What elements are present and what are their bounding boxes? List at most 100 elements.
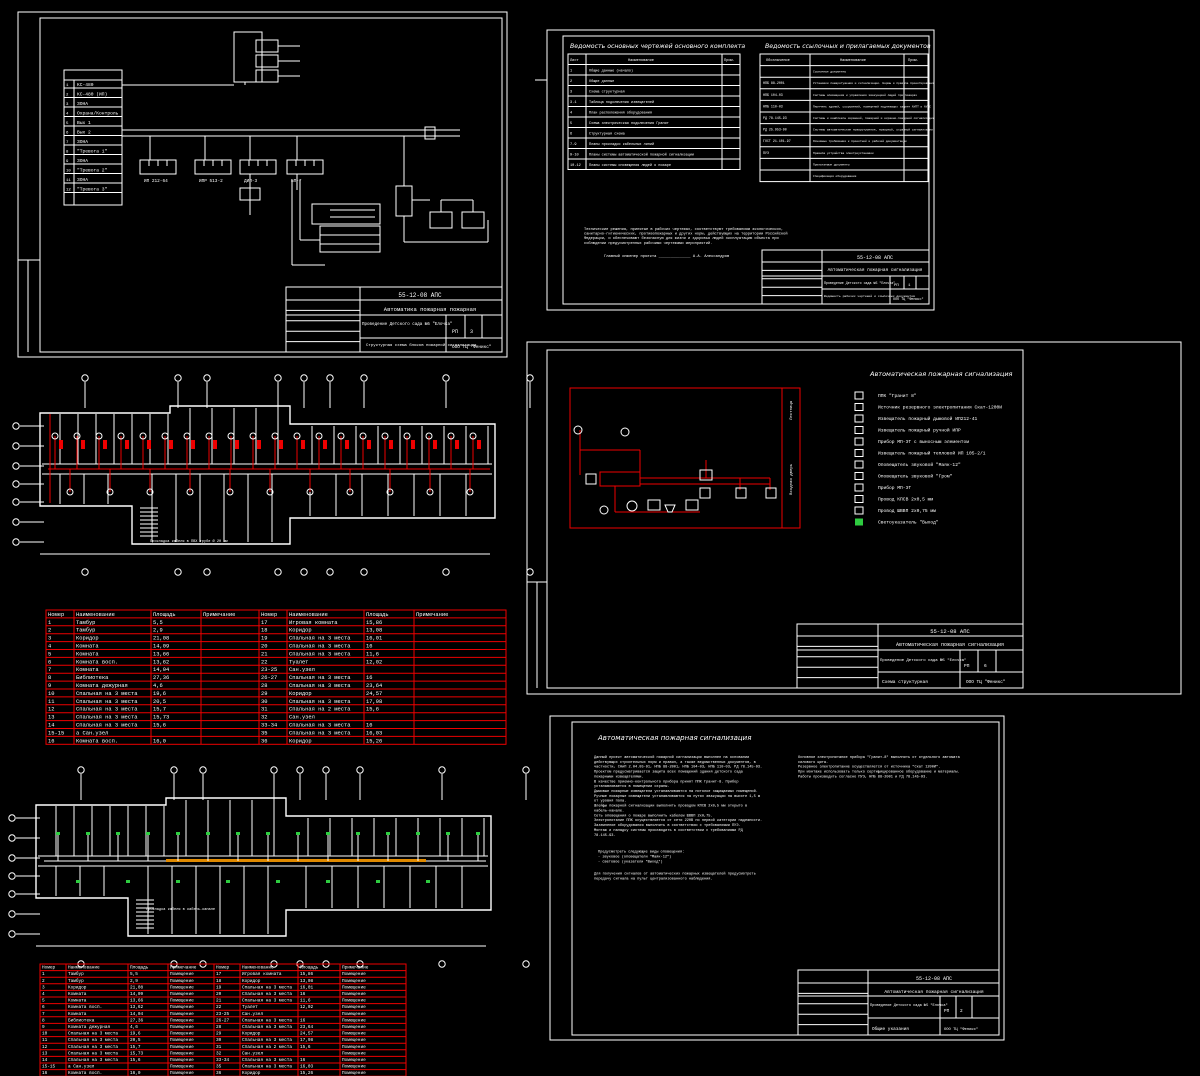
table-cell: 27,36 xyxy=(153,675,169,681)
table-cell: 6 xyxy=(42,1005,45,1010)
table-header-cell: Площадь xyxy=(366,612,389,618)
floor-plan-alarm xyxy=(12,374,534,576)
scheme-sheet: 3 xyxy=(470,329,473,335)
table-header-cell: Примечание xyxy=(170,966,197,971)
device-tag xyxy=(345,440,349,449)
general-text-line: Резервное электропитание осуществляется … xyxy=(798,765,940,770)
panel-line-number: 10 xyxy=(66,170,71,174)
docs-left-cell: 7-9 xyxy=(570,143,576,147)
general-text-line: Сеть оповещения о пожаре выполнить кабел… xyxy=(594,813,713,818)
docs-left-cell: 6 xyxy=(570,133,572,137)
panel-line-label: "Тревога 2" xyxy=(77,168,108,174)
docs-right-cell: НПБ 110-03 xyxy=(763,104,783,108)
table-header-cell: Наименование xyxy=(242,966,274,971)
table-header-cell: Наименование xyxy=(289,612,328,618)
table-cell: 16 xyxy=(300,1018,306,1023)
legend-side-text-1: Лестница xyxy=(790,400,794,420)
table-header-cell: Примечание xyxy=(342,966,369,971)
general-list-title: Предусмотреть следующие виды оповещения: xyxy=(598,851,684,855)
general-text-line: пожарными извещателями. xyxy=(594,775,644,779)
general-stage: РП xyxy=(944,1009,950,1014)
table-cell: 16 xyxy=(48,738,54,744)
docs-title: Автоматическая пожарная сигнализация xyxy=(828,268,923,273)
table-cell: Помещение xyxy=(342,999,366,1004)
table-cell: 12 xyxy=(48,707,54,713)
grid-axis-bubble xyxy=(203,568,211,576)
table-cell: 2,9 xyxy=(153,628,163,634)
docs-left-cell: Схема структурная xyxy=(589,91,625,95)
table-cell: 21,08 xyxy=(130,985,144,990)
general-object: Проведение Детского сада №5 "Елочка" xyxy=(870,1003,948,1008)
table-cell: 15,86 xyxy=(300,972,314,977)
panel-line-label: КС-480 (ИП) xyxy=(77,92,107,98)
legend-symbol-icon xyxy=(854,403,864,411)
general-text-line: Ручные пожарные извещатели устанавливают… xyxy=(594,795,760,799)
grid-axis-bubble xyxy=(300,568,308,576)
exit-sign-icon xyxy=(146,832,150,835)
panel-line-label: ЗОНА xyxy=(77,101,88,107)
legend-symbol-icon xyxy=(854,495,864,503)
grid-axis-bubble xyxy=(360,374,368,382)
docs-left-cell: Планы системы оповещения людей о пожаре xyxy=(589,163,671,168)
docs-code: 55-12-08 АПС xyxy=(857,255,893,261)
table-cell: 15,73 xyxy=(130,1051,144,1056)
docs-right-cell: Ссылочные документы xyxy=(813,71,846,74)
table-cell: 32 xyxy=(216,1051,222,1056)
table-cell: 11,6 xyxy=(300,999,311,1004)
table-cell: 21 xyxy=(216,999,222,1004)
table-cell: Игровая комната xyxy=(289,620,338,626)
table-cell: 33-34 xyxy=(216,1058,230,1063)
table-cell: Спальная на 3 места xyxy=(68,1038,118,1043)
grid-axis-bubble-left xyxy=(8,814,16,822)
grid-axis-bubble-left xyxy=(8,930,16,938)
table-cell: 35 xyxy=(261,730,267,736)
table-cell: 7 xyxy=(42,1012,45,1017)
panel-line-label: "Тревога 1" xyxy=(77,149,108,155)
table-cell: Спальная на 3 места xyxy=(289,730,351,736)
table-cell: Спальная на 3 места xyxy=(68,1051,118,1056)
table-cell: Спальная на 2 места xyxy=(242,1045,292,1050)
panel-line-number: 5 xyxy=(66,122,69,126)
device-tag xyxy=(433,440,437,449)
table-cell: 7 xyxy=(48,667,51,673)
table-cell: Помещение xyxy=(342,1045,366,1050)
table-cell: Помещение xyxy=(342,979,366,984)
docs-object: Проведение Детского сада №5 "Елочка" xyxy=(824,281,895,285)
grid-axis-bubble-left xyxy=(8,834,16,842)
exit-sign-icon xyxy=(426,880,430,883)
table-header-cell: Номер xyxy=(42,966,56,971)
table-cell: Спальная на 3 места xyxy=(68,1032,118,1037)
table-cell: 16,0 xyxy=(153,738,166,744)
table-cell: 20,5 xyxy=(130,1038,141,1043)
device-tag xyxy=(477,440,481,449)
table-cell: 23-25 xyxy=(216,1012,230,1017)
table-cell: Спальная на 3 места xyxy=(289,651,351,657)
table-cell: Игровая комната xyxy=(242,972,282,977)
table-cell: 16 xyxy=(366,723,372,729)
table-cell: 17 xyxy=(216,972,222,977)
table-cell: 12,02 xyxy=(366,659,382,665)
table-cell: Спальная на 3 места xyxy=(68,1045,118,1050)
device-tag xyxy=(59,440,63,449)
grid-axis-bubble-left xyxy=(8,872,16,880)
smoke-detector-icon xyxy=(315,432,323,440)
exit-sign-icon xyxy=(126,880,130,883)
scheme-stage: РП xyxy=(452,329,458,335)
table-cell: 16,01 xyxy=(366,636,382,642)
smoke-detector-icon xyxy=(466,488,474,496)
general-org: ООО ТЦ "Феникс" xyxy=(944,1027,978,1032)
table-cell: Спальная на 2 места xyxy=(289,707,351,713)
device-tag xyxy=(147,440,151,449)
table-cell: Спальная на 3 места xyxy=(242,1065,292,1070)
table-cell: Коридор xyxy=(289,691,312,697)
table-cell: 14,04 xyxy=(153,667,169,673)
smoke-detector-icon xyxy=(205,432,213,440)
general-text-line: действующих строительных норм и правил, … xyxy=(594,760,756,765)
general-text-line: Проектом предусматривается защита всех п… xyxy=(594,770,744,775)
table-cell: Тамбур xyxy=(68,979,84,984)
table-cell: Спальная на 3 места xyxy=(242,1018,292,1023)
table-cell: 15,6 xyxy=(366,707,379,713)
table-cell: 2 xyxy=(42,979,45,984)
table-cell: Помещение xyxy=(342,1018,366,1023)
